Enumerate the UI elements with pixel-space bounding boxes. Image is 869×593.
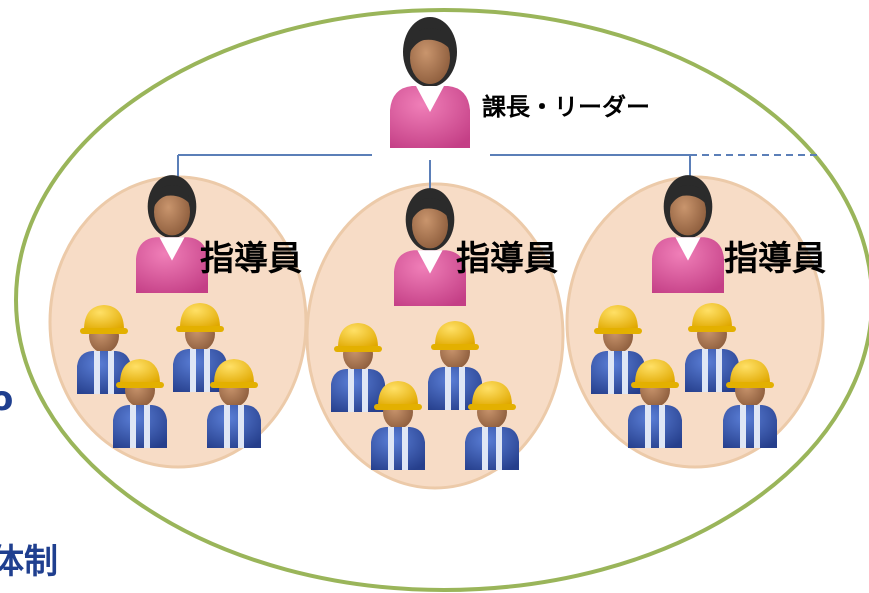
edge-text-fragment-bottom: 体制 (0, 542, 58, 582)
instructor-label-3: 指導員 (724, 239, 826, 279)
leader-icon (390, 17, 470, 148)
instructor-label-1: 指導員 (200, 239, 302, 279)
outer-ellipse (14, 8, 869, 592)
leader-label: 課長・リーダー (482, 93, 650, 121)
edge-text-fragment: o (0, 379, 13, 419)
instructor-label-2: 指導員 (456, 239, 558, 279)
org-connector-lines (177, 154, 820, 190)
